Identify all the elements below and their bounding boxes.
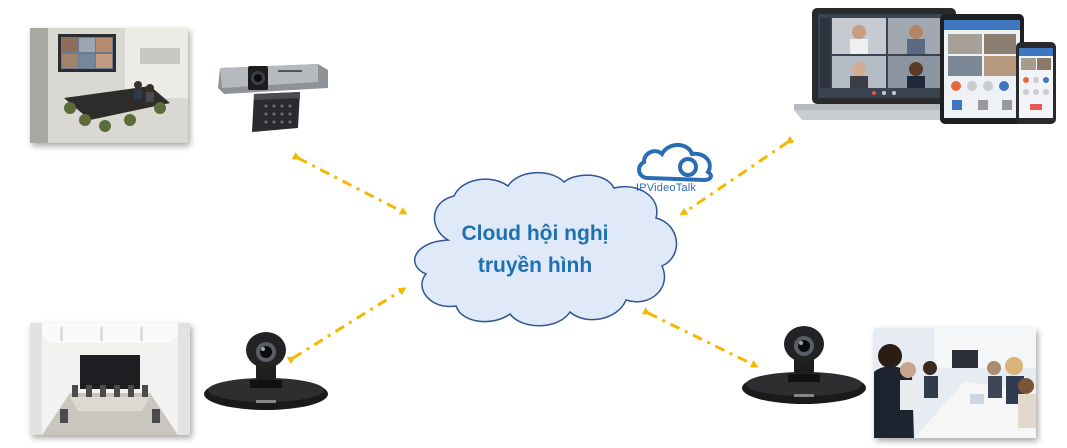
boardroom-photo <box>30 323 190 435</box>
ipvideotalk-cloud-icon <box>637 143 713 182</box>
arrow-bottom-right <box>641 307 759 368</box>
brand-logo-text: IPVideoTalk <box>636 182 697 194</box>
webcam-device <box>218 64 328 132</box>
cloud-label-line2: truyền hình <box>477 254 593 277</box>
meeting-room-photo <box>30 28 188 143</box>
arrow-bottom-left <box>286 287 407 365</box>
cloud-shape <box>413 171 678 327</box>
conference-camera-left <box>204 332 328 410</box>
arrow-top-right <box>679 135 795 216</box>
cloud-label: Cloud hội nghị truyền hình <box>420 218 650 282</box>
participants-photo <box>874 328 1036 438</box>
cloud-label-line1: Cloud hội nghị <box>461 222 609 245</box>
conference-camera-right <box>742 326 866 404</box>
arrow-top-left <box>291 152 408 215</box>
laptop-tablet-phone <box>794 8 1056 124</box>
